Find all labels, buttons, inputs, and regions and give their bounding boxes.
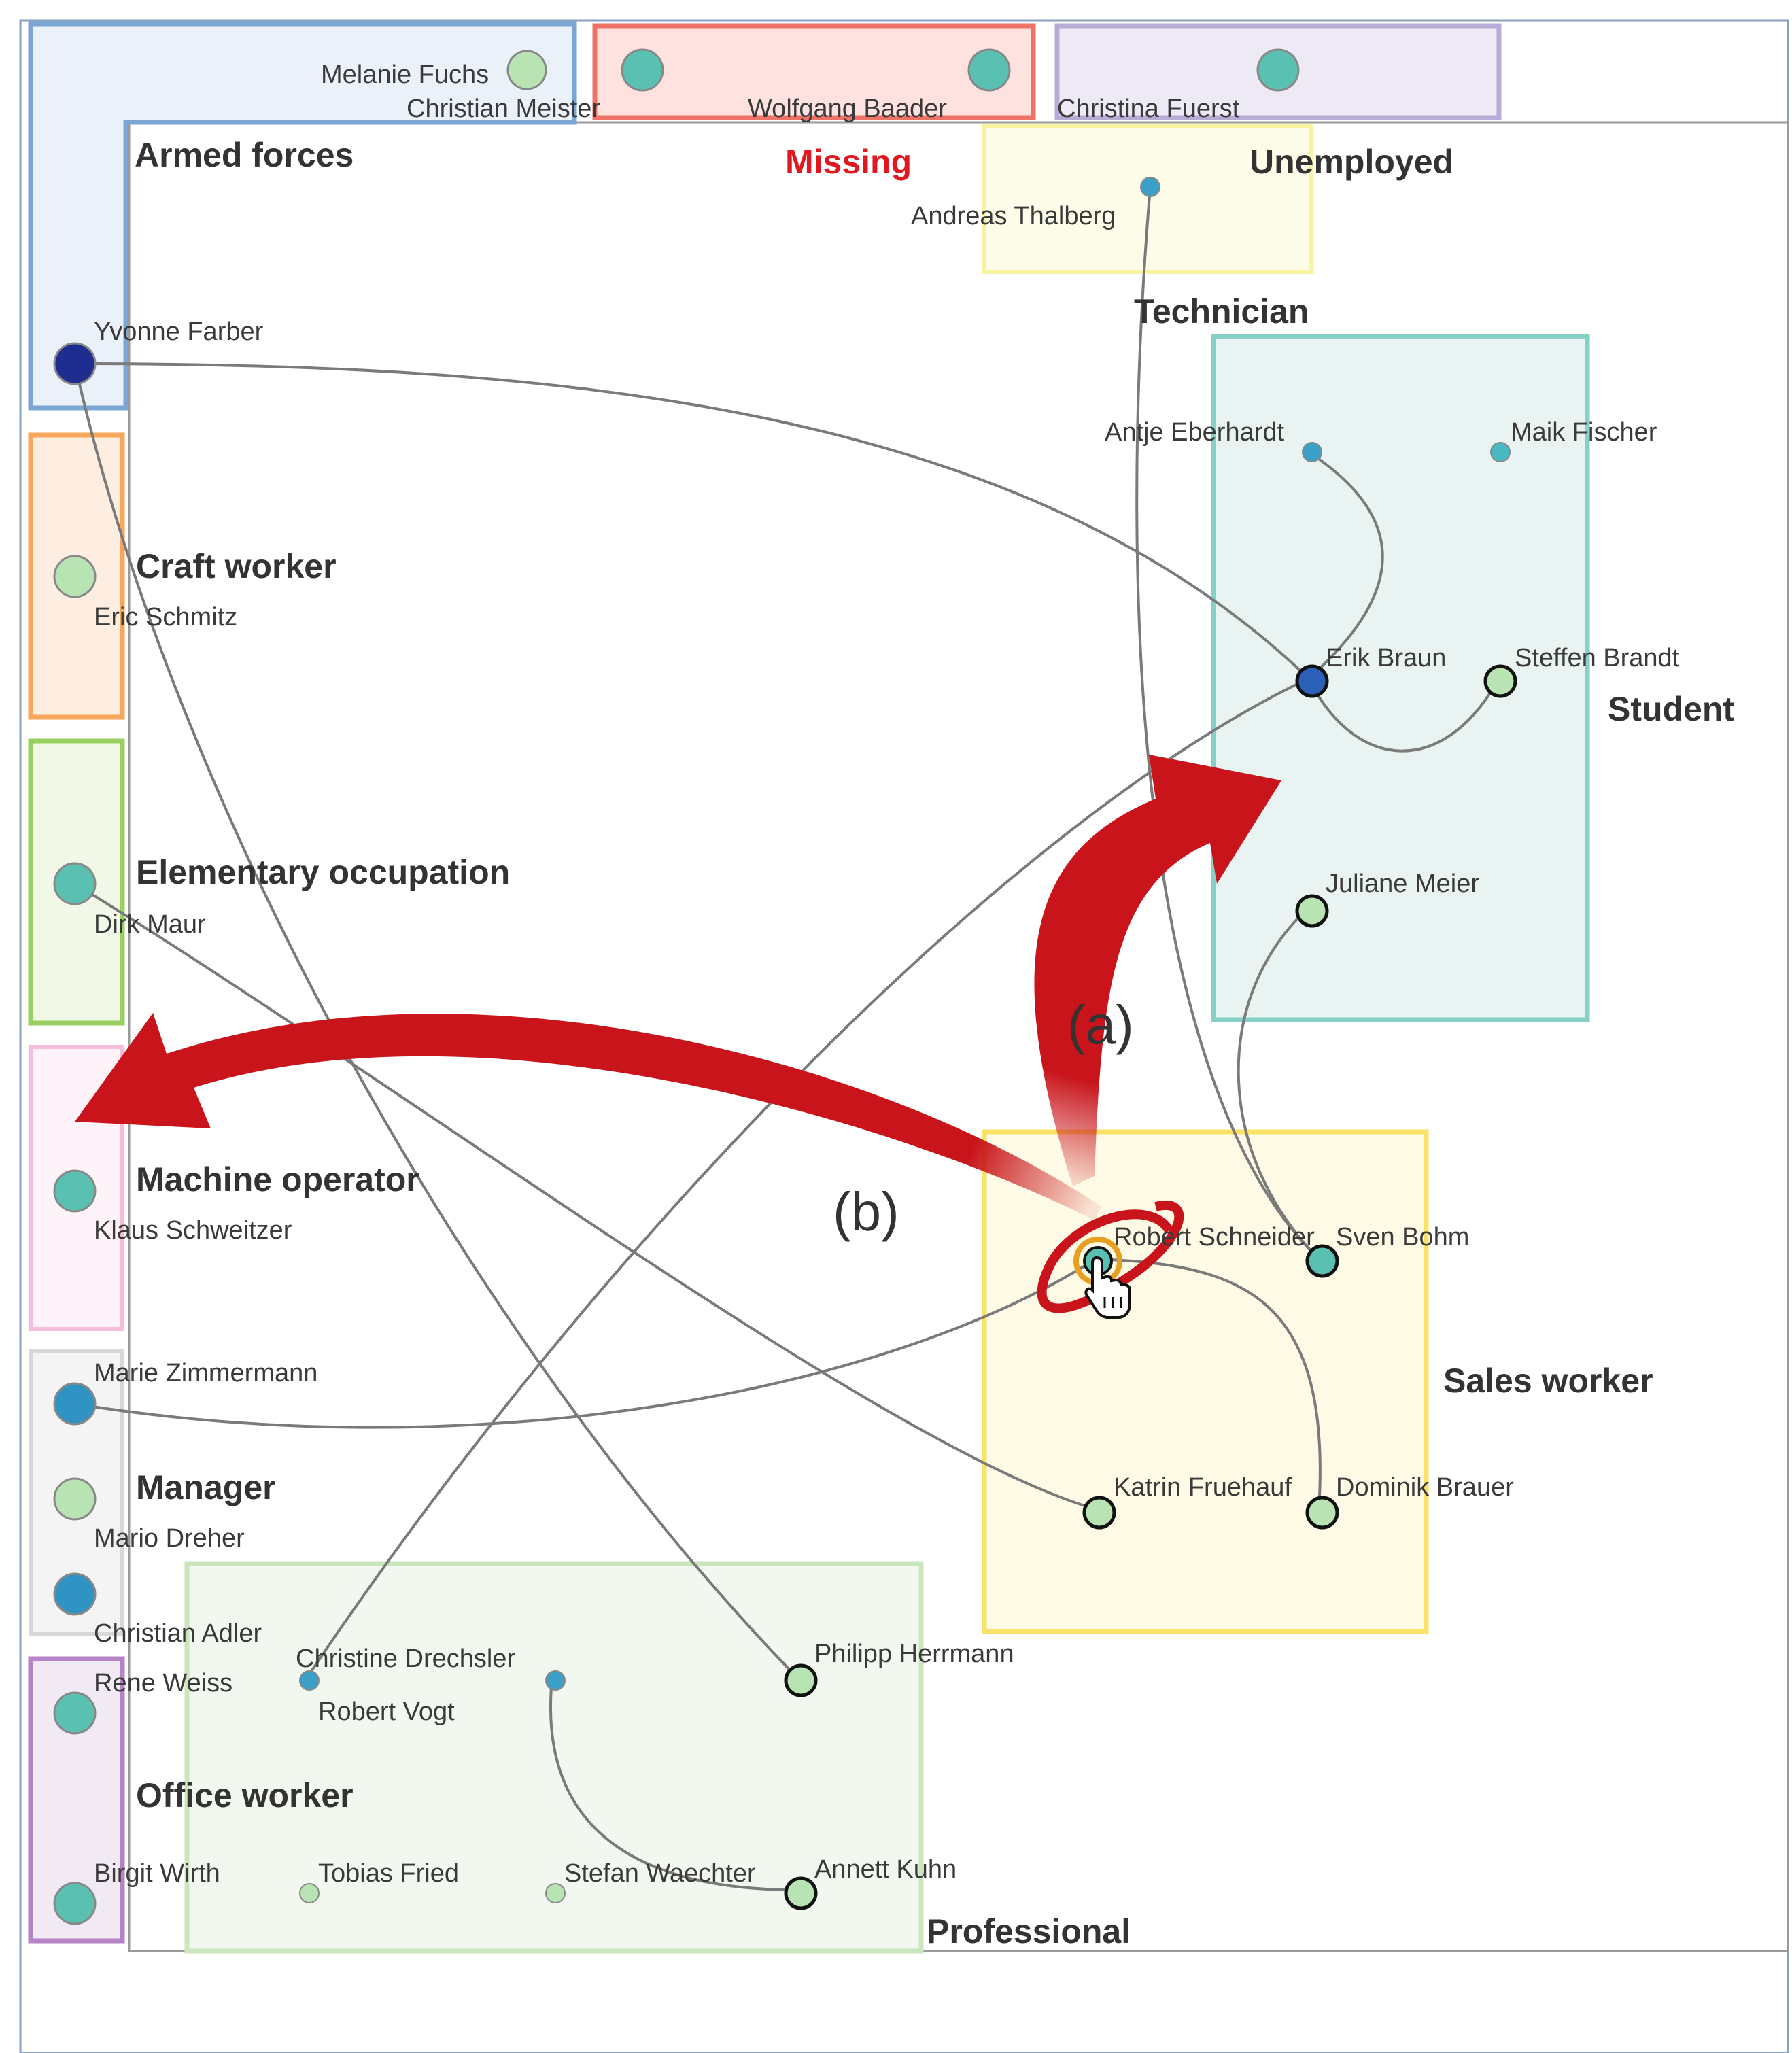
group-box-sales-worker <box>982 1129 1429 1634</box>
node-dirk-maur[interactable] <box>53 862 97 905</box>
edge-dirk-katrin <box>73 882 1097 1511</box>
label-christina-fuerst: Christina Fuerst <box>1057 94 1240 123</box>
node-eric-schmitz[interactable] <box>53 555 97 598</box>
hand-pointer-icon <box>1084 1256 1131 1319</box>
node-tobias-fried[interactable] <box>299 1883 320 1903</box>
edge-erik-steffen <box>1307 678 1500 753</box>
group-label-professional: Professional <box>927 1912 1131 1950</box>
label-christine-drechsler: Christine Drechsler <box>296 1644 515 1673</box>
node-melanie-fuchs[interactable] <box>506 50 547 90</box>
node-klaus-schweitzer[interactable] <box>53 1169 97 1213</box>
node-wolfgang-baader[interactable] <box>967 48 1011 92</box>
node-dominik-brauer[interactable] <box>1305 1496 1339 1530</box>
label-dirk-maur: Dirk Maur <box>94 910 206 939</box>
label-eric-schmitz: Eric Schmitz <box>94 603 237 632</box>
label-marie-zimmermann: Marie Zimmermann <box>94 1359 317 1387</box>
node-antje-eberhardt[interactable] <box>1302 442 1322 462</box>
group-label-unemployed: Unemployed <box>1250 143 1453 181</box>
label-wolfgang-baader: Wolfgang Baader <box>748 94 947 123</box>
label-erik-braun: Erik Braun <box>1326 644 1446 672</box>
node-katrin-fruehauf[interactable] <box>1082 1496 1116 1530</box>
node-steffen-brandt[interactable] <box>1483 664 1517 698</box>
node-christian-adler[interactable] <box>53 1572 97 1616</box>
edge-marie-robert <box>74 1258 1097 1429</box>
nodes[interactable] <box>53 48 1517 1925</box>
highlight-loop <box>1037 1201 1184 1313</box>
node-stefan-waechter[interactable] <box>545 1883 566 1903</box>
node-christian-meister[interactable] <box>621 48 664 92</box>
node-juliane-meier[interactable] <box>1295 894 1329 928</box>
arrow-a <box>1034 755 1281 1186</box>
node-christine-drechsler[interactable] <box>299 1670 320 1691</box>
group-label-office-worker: Office worker <box>136 1776 354 1814</box>
group-label-craft-worker: Craft worker <box>136 547 337 585</box>
edge-yvonne-erik <box>74 362 1310 680</box>
label-robert-schneider: Robert Schneider <box>1114 1223 1315 1252</box>
node-rene-weiss[interactable] <box>53 1691 97 1735</box>
label-melanie-fuchs: Melanie Fuchs <box>321 61 489 89</box>
node-sven-bohm[interactable] <box>1305 1244 1339 1278</box>
label-rene-weiss: Rene Weiss <box>94 1669 232 1697</box>
label-stefan-waechter: Stefan Waechter <box>564 1859 756 1888</box>
node-erik-braun[interactable] <box>1295 664 1329 698</box>
node-christina-fuerst[interactable] <box>1256 48 1300 92</box>
label-christian-adler: Christian Adler <box>94 1619 262 1648</box>
node-andreas-thalberg[interactable] <box>1140 177 1160 197</box>
label-mario-dreher: Mario Dreher <box>94 1524 245 1553</box>
label-juliane-meier: Juliane Meier <box>1326 869 1479 898</box>
label-annett-kuhn: Annett Kuhn <box>814 1855 957 1884</box>
group-label-missing: Missing <box>785 143 912 181</box>
group-label-sales-worker: Sales worker <box>1443 1362 1653 1400</box>
node-birgit-wirth[interactable] <box>53 1882 97 1925</box>
label-robert-vogt: Robert Vogt <box>318 1697 455 1726</box>
main-area-border <box>128 121 1789 1952</box>
edge-juliane-sven <box>1237 906 1320 1260</box>
label-birgit-wirth: Birgit Wirth <box>94 1859 220 1888</box>
edge-robert-vogt-annett <box>549 1678 797 1891</box>
group-label-student: Student <box>1608 690 1734 728</box>
edges <box>73 186 1500 1891</box>
group-box-missing <box>592 23 1036 120</box>
label-christian-meister: Christian Meister <box>407 94 600 123</box>
edge-antje-erik <box>1307 451 1384 680</box>
node-maik-fischer[interactable] <box>1490 442 1511 462</box>
group-label-armed-forces: Armed forces <box>135 136 354 174</box>
label-klaus-schweitzer: Klaus Schweitzer <box>94 1216 292 1245</box>
label-tobias-fried: Tobias Fried <box>318 1859 459 1888</box>
label-philipp-herrmann: Philipp Herrmann <box>814 1640 1014 1668</box>
group-label-technician: Technician <box>1134 292 1309 330</box>
node-mario-dreher[interactable] <box>53 1477 97 1521</box>
group-box-unemployed-area <box>982 124 1313 274</box>
group-box-student <box>1211 334 1590 1022</box>
label-maik-fischer: Maik Fischer <box>1511 418 1657 447</box>
node-annett-kuhn[interactable] <box>784 1876 818 1910</box>
label-antje-eberhardt: Antje Eberhardt <box>1105 418 1284 447</box>
label-steffen-brandt: Steffen Brandt <box>1515 644 1680 672</box>
label-katrin-fruehauf: Katrin Fruehauf <box>1114 1473 1292 1502</box>
node-robert-vogt[interactable] <box>545 1670 566 1691</box>
node-yvonne-farber[interactable] <box>53 342 97 385</box>
arrow-b <box>75 1013 1101 1220</box>
label-sven-bohm: Sven Bohm <box>1336 1223 1469 1252</box>
label-dominik-brauer: Dominik Brauer <box>1336 1473 1514 1502</box>
group-label-machine-operator: Machine operator <box>136 1160 419 1198</box>
group-label-elementary-occupation: Elementary occupation <box>136 853 510 891</box>
annotation-b: (b) <box>833 1181 899 1242</box>
annotation-a: (a) <box>1067 995 1134 1055</box>
group-label-manager: Manager <box>136 1468 276 1506</box>
node-marie-zimmermann[interactable] <box>53 1382 97 1426</box>
node-philipp-herrmann[interactable] <box>784 1663 818 1697</box>
group-box-armed-forces <box>28 21 577 411</box>
label-andreas-thalberg: Andreas Thalberg <box>911 202 1116 230</box>
label-yvonne-farber: Yvonne Farber <box>94 317 264 346</box>
